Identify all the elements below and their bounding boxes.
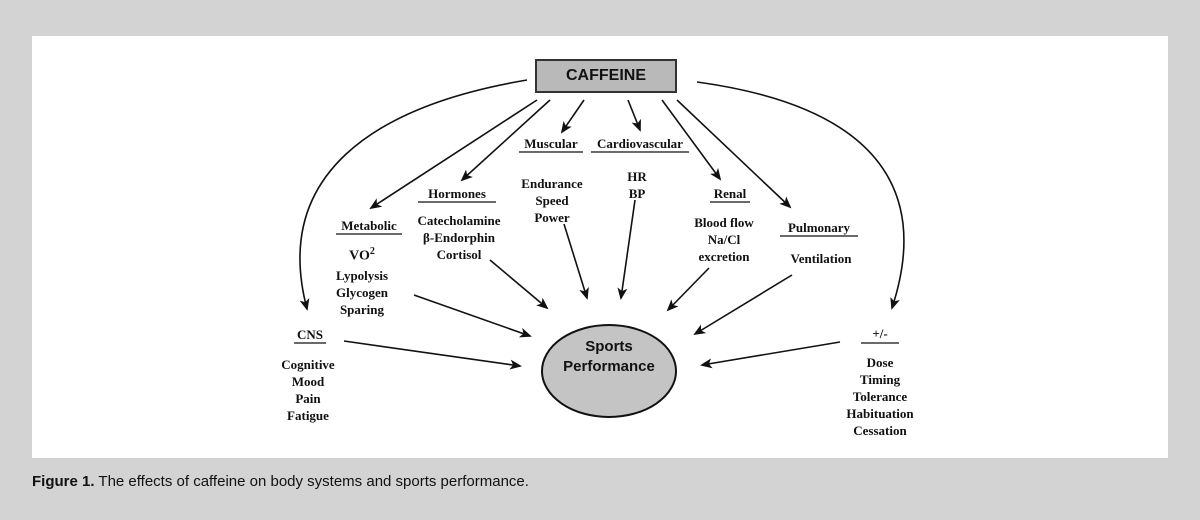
pulmonary-item: Ventilation [790, 251, 852, 266]
performance-label: Sports Performance [540, 337, 678, 377]
performance-line-1: Sports [585, 338, 633, 355]
arrow-cns-performance [343, 340, 522, 370]
arrow-hormones-performance [489, 259, 549, 310]
figure-panel: CAFFEINE Sports Performance Muscular End… [32, 36, 1168, 458]
renal-item: Blood flow [694, 215, 754, 230]
renal-item: excretion [698, 249, 750, 264]
cns-item: Cognitive [281, 357, 335, 372]
metabolic-header: Metabolic [341, 218, 397, 233]
modifiers-item: Tolerance [852, 389, 908, 404]
diagram-canvas [294, 79, 905, 370]
vo2-label: VO2 [322, 242, 402, 267]
hormones-item: β-Endorphin [423, 230, 495, 245]
arrow-caffeine-renal [661, 99, 722, 181]
modifiers-items: Dose Timing Tolerance Habituation Cessat… [832, 354, 928, 439]
caption-text: The effects of caffeine on body systems … [98, 473, 529, 490]
modifiers-item: Cessation [853, 423, 907, 438]
metabolic-item: Lypolysis [335, 267, 389, 283]
arrow-metabolic-performance [413, 294, 532, 338]
caffeine-label: CAFFEINE [566, 67, 646, 84]
muscular-header: Muscular [524, 136, 578, 151]
arrow-caffeine-metabolic [369, 99, 538, 210]
arrow-caffeine-pulmonary [676, 99, 792, 209]
pulmonary-items: Ventilation [776, 250, 866, 267]
metabolic-item: Glycogen [336, 284, 388, 300]
performance-ellipse [541, 324, 677, 418]
metabolic-item: Sparing [339, 301, 385, 317]
cns-header: CNS [296, 327, 323, 342]
arrow-modifiers-performance [700, 341, 841, 369]
arrow-caffeine-modifiers [696, 81, 905, 310]
modifiers-header: +/- [872, 326, 888, 341]
muscular-item: Speed [535, 193, 569, 208]
modifiers-item: Dose [866, 355, 894, 370]
pulmonary-header: Pulmonary [787, 220, 851, 235]
arrow-caffeine-muscular [560, 99, 585, 134]
arrow-caffeine-cardiovascular [627, 99, 641, 132]
arrow-caffeine-cns [299, 79, 528, 311]
cns-item: Fatigue [287, 408, 329, 423]
metabolic-items: VO2 Lypolysis Glycogen Sparing [322, 242, 402, 318]
muscular-items: Endurance Speed Power [510, 175, 594, 226]
caption-label: Figure 1. [32, 473, 95, 490]
hormones-item: Cortisol [436, 247, 482, 262]
cns-item: Pain [295, 391, 321, 406]
renal-item: Na/Cl [707, 232, 741, 247]
hormones-header: Hormones [428, 186, 486, 201]
arrow-cardiovascular-performance [617, 199, 636, 300]
arrow-muscular-performance [563, 223, 589, 300]
caffeine-box: CAFFEINE [535, 59, 677, 93]
modifiers-item: Habituation [846, 406, 914, 421]
renal-header: Renal [713, 186, 747, 201]
cns-item: Mood [291, 374, 325, 389]
modifiers-item: Timing [859, 372, 901, 387]
figure-caption: Figure 1. The effects of caffeine on bod… [32, 473, 529, 490]
arrow-caffeine-hormones [460, 99, 551, 182]
cardiovascular-item: BP [628, 186, 646, 201]
arrow-renal-performance [666, 267, 710, 312]
cardiovascular-header: Cardiovascular [597, 136, 683, 151]
renal-items: Blood flow Na/Cl excretion [682, 214, 766, 265]
hormones-item: Catecholamine [417, 213, 501, 228]
performance-line-2: Performance [563, 358, 655, 375]
muscular-item: Endurance [521, 176, 583, 191]
cardiovascular-item: HR [627, 169, 647, 184]
muscular-item: Power [534, 210, 570, 225]
vo2-superscript: 2 [369, 246, 375, 257]
arrow-pulmonary-performance [693, 274, 793, 336]
cardiovascular-items: HR BP [612, 168, 662, 202]
hormones-items: Catecholamine β-Endorphin Cortisol [404, 212, 514, 263]
vo2-base: VO [349, 248, 370, 264]
cns-items: Cognitive Mood Pain Fatigue [268, 356, 348, 424]
